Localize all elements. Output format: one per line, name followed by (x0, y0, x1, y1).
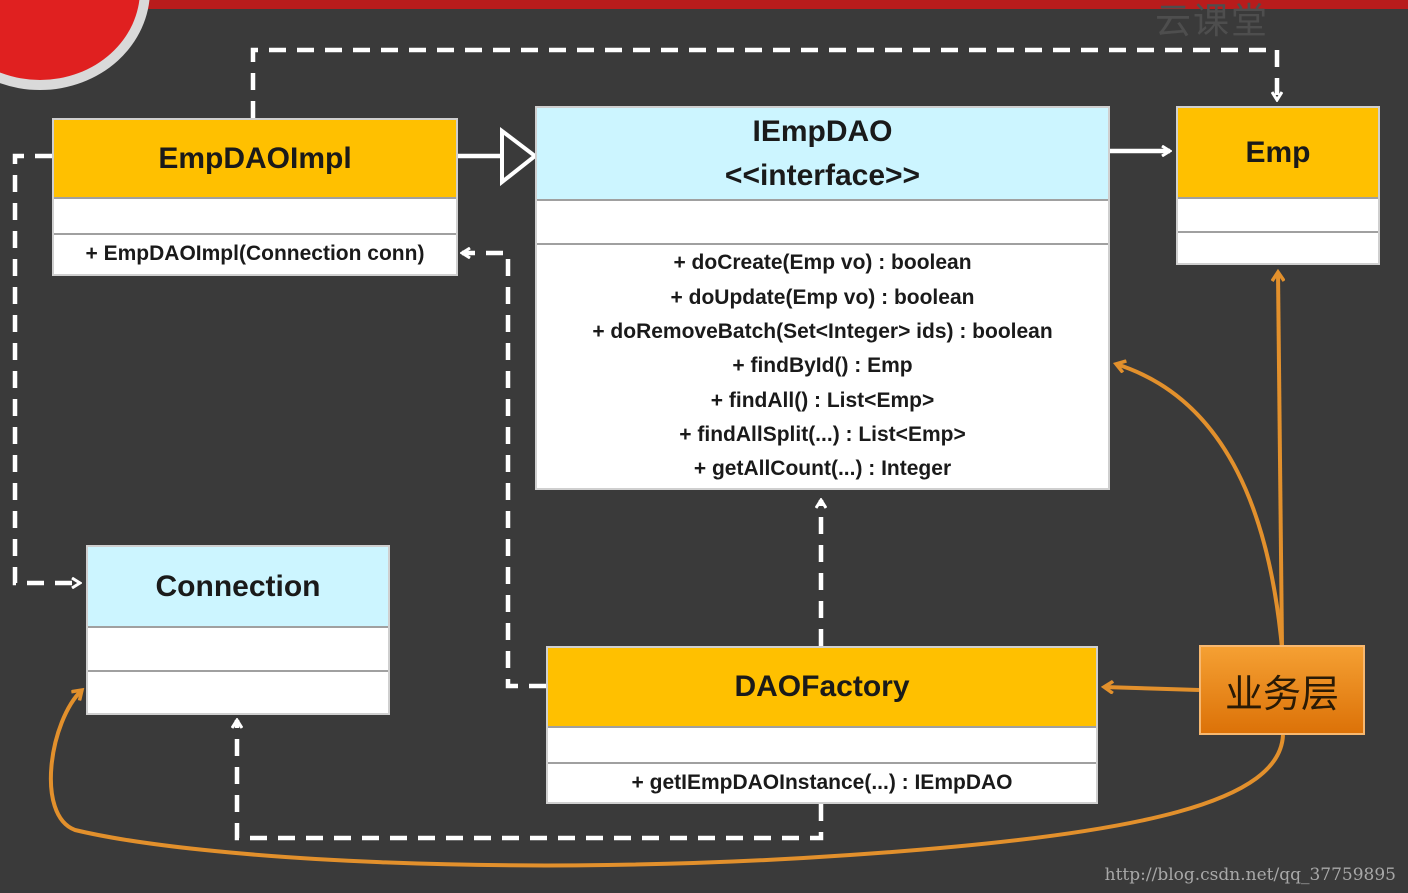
class-empdaoimpl: EmpDAOImpl + EmpDAOImpl(Connection conn) (52, 118, 458, 276)
class-connection-attributes (88, 628, 388, 672)
class-iempdao-header: IEmpDAO <<interface>> (537, 108, 1108, 201)
operation: + getAllCount(...) : Integer (693, 457, 952, 481)
class-iempdao-name: IEmpDAO (752, 115, 893, 148)
operation: + findAllSplit(...) : List<Emp> (679, 422, 966, 446)
operation: + findAll() : List<Emp> (710, 388, 935, 412)
class-connection-name: Connection (155, 569, 321, 603)
business-layer-label: 业务层 (1224, 671, 1339, 716)
operation: + doUpdate(Emp vo) : boolean (670, 285, 975, 309)
watermark-url: http://blog.csdn.net/qq_37759895 (1104, 865, 1396, 885)
class-empdaoimpl-attributes (54, 199, 456, 235)
class-daofactory-name: DAOFactory (734, 670, 910, 704)
class-emp-name: Emp (1245, 135, 1311, 169)
class-connection-operations (88, 672, 388, 713)
business-layer-box: 业务层 (1199, 645, 1365, 735)
class-iempdao-stereotype: <<interface>> (724, 158, 921, 192)
class-daofactory-operations: + getIEmpDAOInstance(...) : IEmpDAO (548, 764, 1096, 802)
class-emp-attributes (1178, 199, 1378, 233)
business-to-daofactory-line (1104, 687, 1200, 690)
class-daofactory-attributes (548, 728, 1096, 764)
watermark-logo-text: 云课堂 (1155, 1, 1270, 42)
class-empdaoimpl-operations: + EmpDAOImpl(Connection conn) (54, 235, 456, 274)
class-daofactory: DAOFactory + getIEmpDAOInstance(...) : I… (546, 646, 1098, 804)
top-bar (0, 0, 1408, 9)
operation: + getIEmpDAOInstance(...) : IEmpDAO (631, 770, 1013, 794)
realization-triangle-icon (500, 126, 539, 187)
business-to-emp-line (1278, 272, 1282, 649)
operation: + findById() : Emp (732, 354, 913, 378)
class-connection: Connection (86, 545, 390, 715)
operation: + doRemoveBatch(Set<Integer> ids) : bool… (592, 320, 1053, 344)
business-to-iempdao-curve (1116, 364, 1284, 649)
operation: + doCreate(Emp vo) : boolean (673, 251, 972, 275)
daofactory-to-connection-dependency (237, 720, 824, 841)
class-iempdao-attributes (537, 201, 1108, 245)
class-iempdao-operations: + doCreate(Emp vo) : boolean + doUpdate(… (537, 245, 1108, 488)
empdaoimpl-to-emp-dependency (250, 47, 1277, 118)
class-emp: Emp (1176, 106, 1380, 265)
class-connection-header: Connection (88, 547, 388, 628)
class-empdaoimpl-header: EmpDAOImpl (54, 120, 456, 199)
class-emp-header: Emp (1178, 108, 1378, 199)
class-empdaoimpl-name: EmpDAOImpl (158, 141, 352, 175)
class-iempdao: IEmpDAO <<interface>> + doCreate(Emp vo)… (535, 106, 1110, 490)
operation: + EmpDAOImpl(Connection conn) (85, 242, 425, 266)
class-daofactory-header: DAOFactory (548, 648, 1096, 728)
class-emp-operations (1178, 233, 1378, 263)
business-to-connection-curve (48, 690, 1285, 868)
daofactory-to-empdaoimpl-dependency (462, 253, 546, 689)
